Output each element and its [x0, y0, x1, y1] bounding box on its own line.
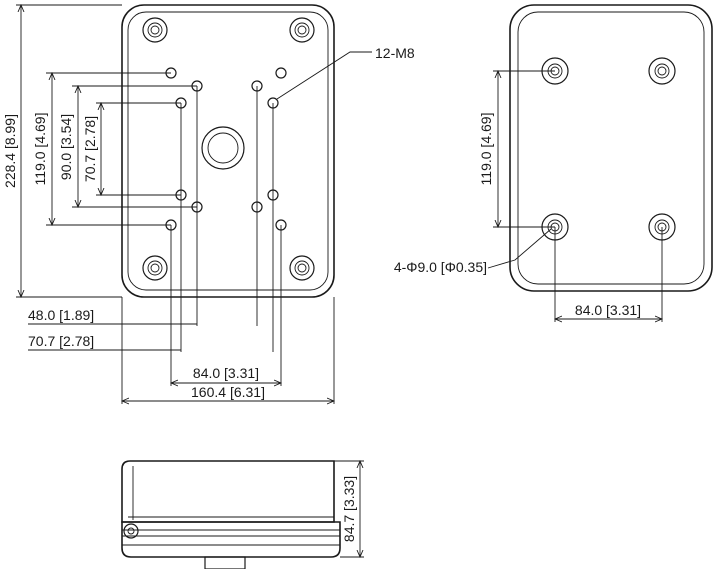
side-foot	[204, 556, 246, 569]
front-view: 228.4 [8.99] 119.0 [4.69] 90.0 [3.54] 70…	[2, 5, 415, 404]
back-hole-callout: 4-Φ9.0 [Φ0.35]	[394, 259, 487, 275]
front-hole-callout: 12-M8	[375, 45, 415, 61]
front-overall-width-label: 160.4 [6.31]	[191, 384, 265, 400]
side-lid	[121, 460, 335, 523]
back-extension-lines	[493, 70, 663, 322]
front-outline-outer	[121, 4, 335, 298]
back-hole-width-label: 84.0 [3.31]	[575, 302, 641, 318]
front-width-84-label: 84.0 [3.31]	[193, 365, 259, 381]
back-hole-height-label: 119.0 [4.69]	[478, 113, 494, 186]
front-vertical-dimensions	[21, 5, 101, 297]
back-hole-leader	[487, 228, 552, 269]
back-outline-inner	[517, 11, 705, 285]
back-outline-outer	[509, 4, 713, 292]
side-height-label: 84.7 [3.33]	[341, 476, 357, 542]
front-cable-entry	[201, 126, 245, 170]
front-extension-lines	[16, 4, 335, 404]
front-mounting-holes	[165, 67, 287, 231]
side-hinge	[123, 523, 139, 539]
front-width-48-label: 48.0 [1.89]	[28, 307, 94, 323]
front-width-70-label: 70.7 [2.78]	[28, 333, 94, 349]
front-horizontal-dimensions	[28, 323, 334, 401]
front-outline-inner	[127, 11, 329, 291]
front-hole-height-inner-label: 70.7 [2.78]	[82, 116, 98, 182]
front-overall-height-label: 228.4 [8.99]	[2, 114, 18, 188]
back-mounting-holes	[541, 57, 676, 241]
side-view: 84.7 [3.33]	[121, 460, 364, 569]
front-hole-height-mid-label: 90.0 [3.54]	[58, 114, 74, 180]
front-corner-bosses	[142, 17, 315, 281]
back-view: 119.0 [4.69] 4-Φ9.0 [Φ0.35] 84.0 [3.31]	[394, 4, 713, 322]
side-base	[121, 521, 341, 558]
front-hole-height-outer-label: 119.0 [4.69]	[32, 113, 48, 186]
front-hole-leader	[276, 51, 372, 100]
